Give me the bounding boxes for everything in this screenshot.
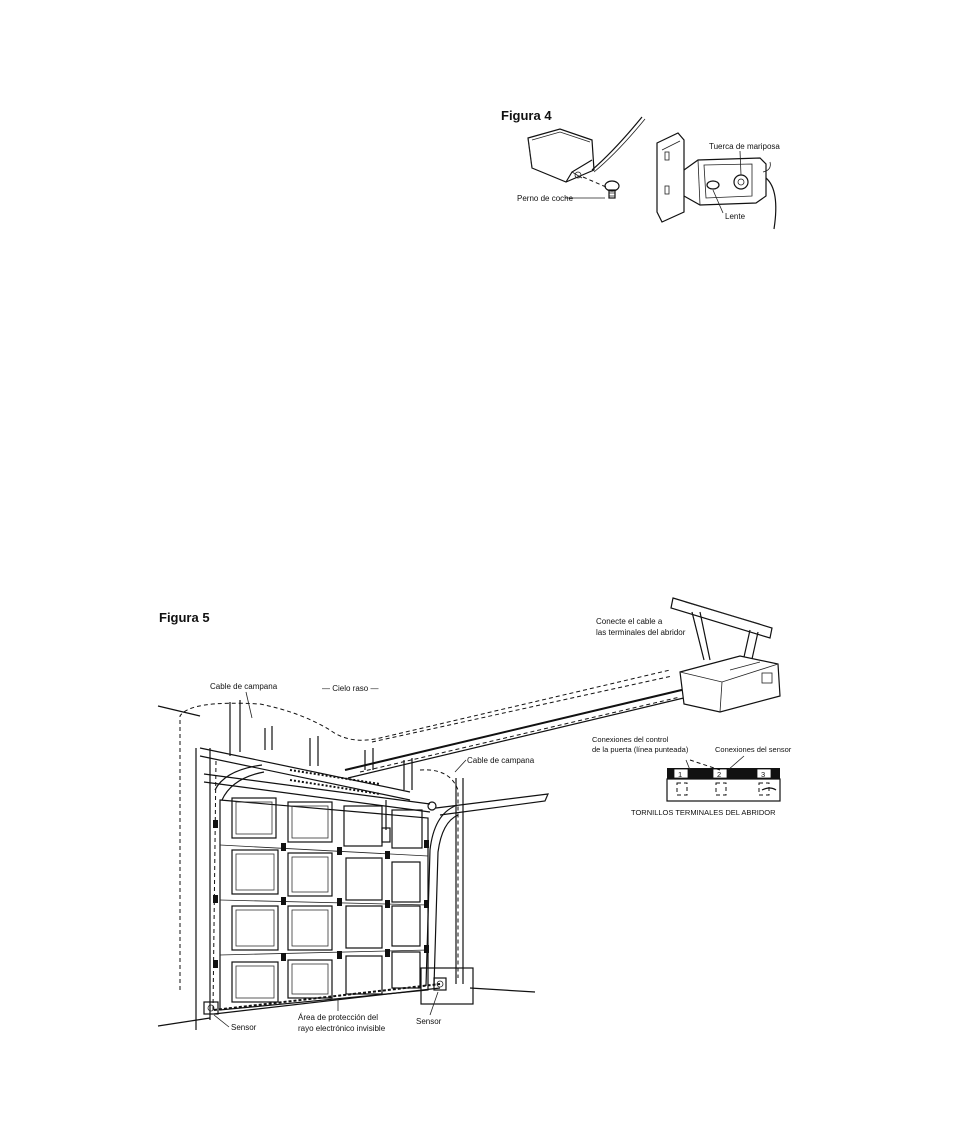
- left-track-curve: [214, 764, 263, 791]
- sensor-right-label: Sensor: [416, 1017, 442, 1026]
- left-track-curve-inner: [221, 771, 265, 801]
- sensor-left-leader: [213, 1014, 230, 1028]
- right-sensor-illustration: [433, 977, 447, 991]
- garage-door: [213, 797, 429, 1011]
- sensor-connections-label: Conexiones del sensor: [715, 745, 792, 754]
- beam-area-label-2: rayo electrónico invisible: [298, 1024, 386, 1033]
- wing-nut-leader: [739, 150, 742, 176]
- left-sensor-illustration: [203, 1001, 219, 1015]
- bell-wire-right-label: Cable de campana: [467, 756, 535, 765]
- lens-label: Lente: [725, 212, 746, 221]
- opener-rail: [344, 687, 693, 779]
- right-sensor-highlight-box: [420, 967, 474, 1005]
- opener-motor-unit: [679, 655, 781, 713]
- connect-cable-label-2: las terminales del abridor: [596, 628, 686, 637]
- terminal-1-label: 1: [678, 770, 682, 779]
- wing-nut-label: Tuerca de mariposa: [709, 142, 780, 151]
- connect-cable-label-1: Conecte el cable a: [596, 617, 663, 626]
- beam-area-label-1: Área de protección del: [298, 1013, 378, 1022]
- carriage-bolt-illustration: [604, 180, 620, 199]
- terminal-strip: Conexiones del control de la puerta (lín…: [592, 735, 792, 817]
- terminal-3-label: 3: [761, 770, 765, 779]
- terminal-screws-label: TORNILLOS TERMINALES DEL ABRIDOR: [631, 808, 776, 817]
- figure-4: Figura 4 Perno de coche: [501, 108, 780, 230]
- ceiling-bracket: [670, 597, 773, 669]
- garage-structure: [157, 700, 549, 1030]
- figure-5-title: Figura 5: [159, 610, 210, 625]
- sensor-right-leader: [429, 991, 439, 1016]
- figure-5: Figura 5: [157, 597, 792, 1033]
- sensor-housing-illustration: [527, 116, 646, 188]
- right-track: [425, 805, 456, 987]
- terminal-2-label: 2: [717, 770, 721, 779]
- carriage-bolt-label: Perno de coche: [517, 194, 574, 203]
- right-track-inner: [433, 814, 459, 987]
- bell-wire-ceiling: [371, 675, 673, 743]
- lens-leader: [712, 189, 724, 214]
- bell-wire-left-label: Cable de campana: [210, 682, 278, 691]
- bell-wire-left-leader: [245, 691, 253, 719]
- release-handle: [381, 827, 391, 843]
- invisible-beam: [213, 983, 441, 1015]
- ceiling-label: — Cielo raso —: [322, 684, 378, 693]
- bell-wire-left-down: [212, 759, 217, 1011]
- door-control-label-2: de la puerta (línea punteada): [592, 745, 689, 754]
- door-control-label-1: Conexiones del control: [592, 735, 669, 744]
- bell-wire-left-route: [179, 669, 671, 990]
- bell-wire-right-leader: [454, 759, 467, 773]
- sensor-left-label: Sensor: [231, 1023, 257, 1032]
- figure-4-title: Figura 4: [501, 108, 552, 123]
